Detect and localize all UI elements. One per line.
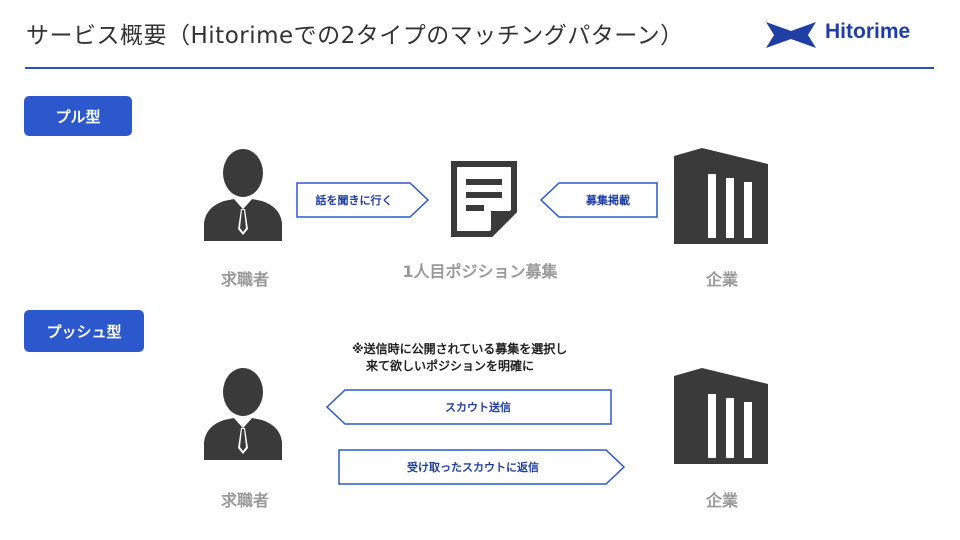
company-building-icon [674, 368, 768, 464]
push-type-tag: プッシュ型 [24, 310, 144, 352]
pull-seeker-label: 求職者 [220, 270, 269, 289]
note-line-1: ※送信時に公開されている募集を選択し [352, 342, 568, 356]
push-note: ※送信時に公開されている募集を選択し 来て欲しいポジションを明確に [352, 341, 567, 375]
document-icon [451, 161, 517, 237]
job-post-label: 募集掲載 [586, 194, 630, 207]
go-to-talk-arrow [296, 182, 430, 218]
scout-reply-label: 受け取ったスカウトに返信 [407, 461, 539, 474]
hitorime-logo-icon [766, 22, 816, 48]
job-post-arrow [539, 182, 658, 218]
pull-type-tag: プル型 [24, 96, 132, 136]
logo: Hitorime [763, 18, 933, 52]
job-posting-label: 1人目ポジション募集 [402, 262, 558, 281]
page-title: サービス概要（Hitorimeでの2タイプのマッチングパターン） [26, 23, 684, 49]
scout-reply-arrow [338, 449, 626, 485]
scout-send-arrow [325, 389, 612, 425]
header-divider [25, 67, 934, 69]
job-seeker-icon [204, 368, 282, 460]
logo-text: Hitorime [825, 20, 911, 43]
note-line-2: 来て欲しいポジションを明確に [366, 359, 535, 373]
push-company-label: 企業 [705, 491, 738, 510]
pull-company-label: 企業 [705, 270, 738, 289]
job-seeker-icon [204, 149, 282, 241]
push-seeker-label: 求職者 [220, 491, 269, 510]
go-to-talk-label: 話を聞きに行く [315, 194, 393, 207]
scout-send-label: スカウト送信 [445, 401, 511, 414]
company-building-icon [674, 148, 768, 244]
